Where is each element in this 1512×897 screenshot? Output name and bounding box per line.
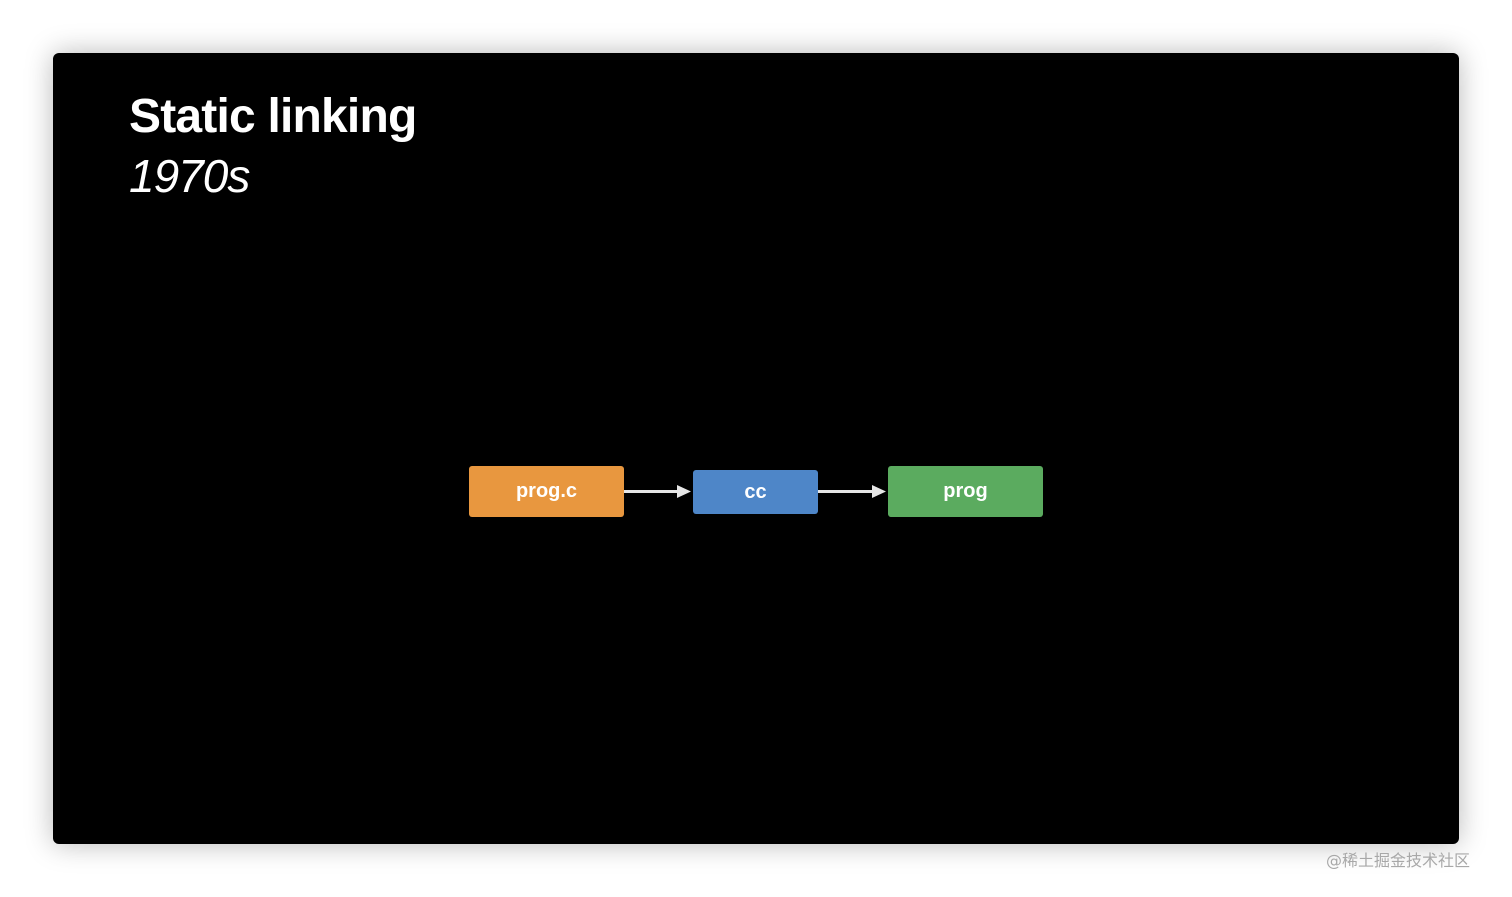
diagram-arrows xyxy=(624,485,886,498)
arrow-source-to-compiler xyxy=(624,485,691,498)
node-source-file-label: prog.c xyxy=(515,480,578,502)
node-compiler: cc xyxy=(693,470,818,514)
node-output-binary-label: prog xyxy=(943,480,988,502)
node-source-file: prog.c xyxy=(469,466,624,517)
slide: Static linking 1970s prog.c cc prog xyxy=(53,53,1459,844)
node-compiler-label: cc xyxy=(744,480,767,503)
watermark: @稀土掘金技术社区 xyxy=(1326,851,1471,870)
arrow-compiler-to-output xyxy=(818,485,886,498)
slide-title: Static linking xyxy=(129,90,417,143)
node-output-binary: prog xyxy=(888,466,1043,517)
slide-subtitle: 1970s xyxy=(129,150,250,202)
